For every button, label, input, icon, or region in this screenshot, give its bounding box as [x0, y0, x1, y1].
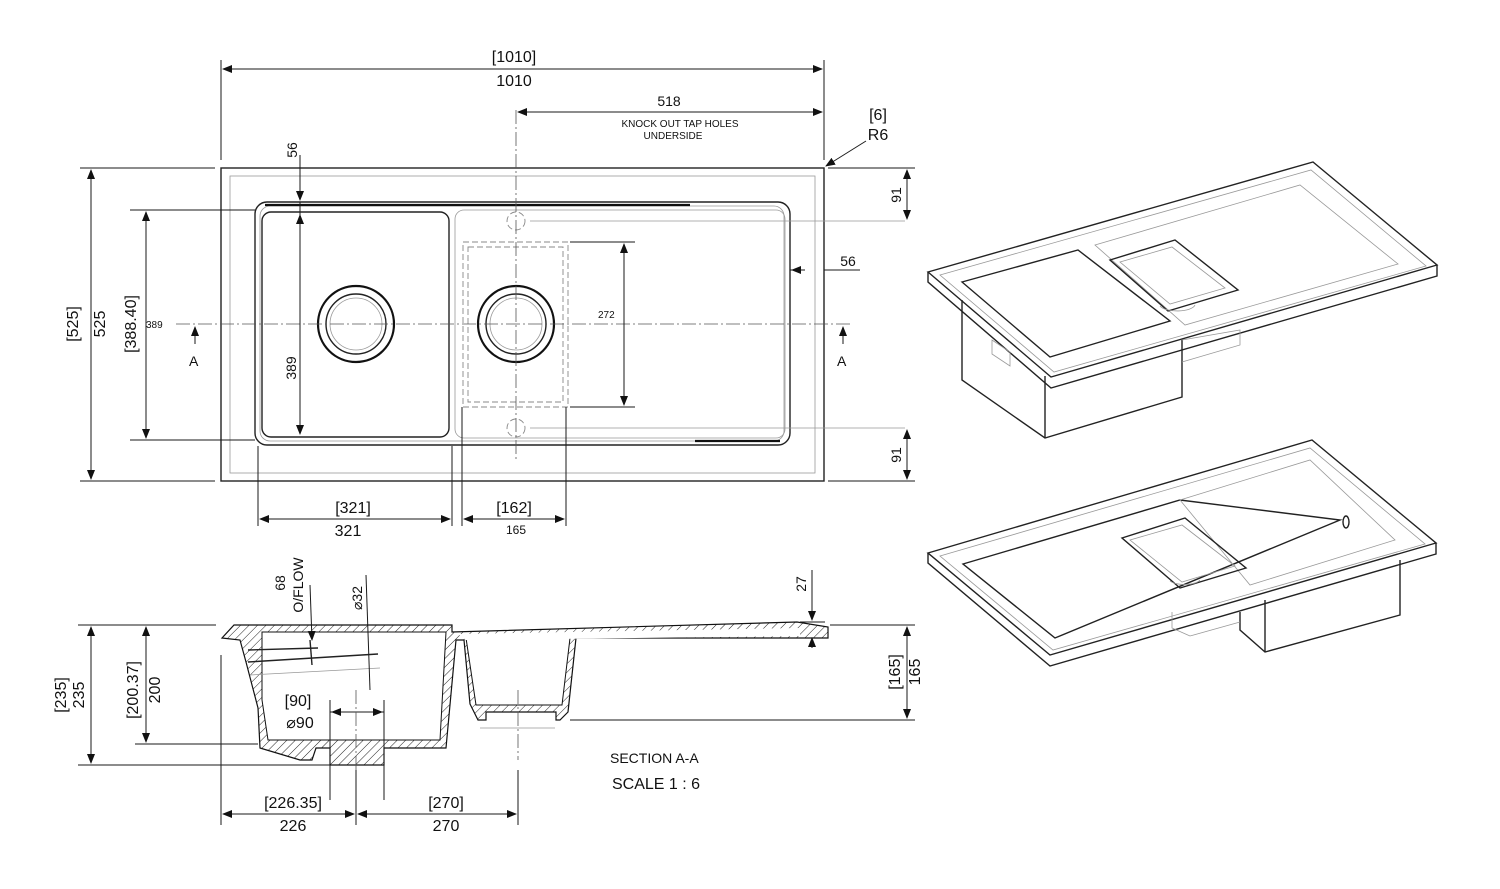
section-view: 68 O/FLOW ⌀32 27 [235] 235 [200.37] 200 …	[53, 557, 924, 835]
bowl-depth-small: 389	[146, 320, 163, 331]
tap-note-line1: KNOCK OUT TAP HOLES	[621, 119, 738, 130]
overall-depth: 525	[92, 311, 109, 338]
bowl-width: 321	[335, 523, 362, 540]
edge-bottom: 91	[888, 447, 904, 463]
overflow-size: 68	[272, 575, 288, 591]
section-title: SECTION A-A	[610, 750, 699, 766]
spacing: 270	[433, 818, 460, 835]
plan-view: [1010] 1010 518 KNOCK OUT TAP HOLES UNDE…	[65, 49, 915, 540]
overall-width-bracket: [1010]	[492, 49, 536, 66]
radius-bracket: [6]	[869, 107, 887, 124]
height: 235	[71, 682, 88, 709]
rim-right: 56	[840, 253, 856, 269]
overflow-dia: ⌀32	[349, 586, 365, 610]
overflow-label: O/FLOW	[290, 557, 306, 613]
offset-bracket: [226.35]	[264, 795, 322, 812]
half-height: 165	[907, 659, 924, 686]
half-bowl-depth: 272	[598, 310, 615, 321]
section-mark-right: A	[837, 353, 847, 369]
waste-dia: ⌀90	[286, 715, 314, 732]
sink-outline	[220, 167, 825, 482]
offset: 226	[280, 818, 307, 835]
drainer-thickness: 27	[793, 576, 809, 592]
radius: R6	[868, 127, 889, 144]
section-scale: SCALE 1 : 6	[612, 776, 700, 793]
bowl-height-bracket: [200.37]	[125, 661, 142, 719]
main-bowl	[261, 211, 450, 438]
spacing-bracket: [270]	[428, 795, 464, 812]
waste-bracket: [90]	[285, 693, 312, 710]
bowl-perimeter	[254, 201, 791, 446]
iso-view-top	[926, 161, 1439, 439]
iso-view-bottom	[926, 439, 1438, 667]
overall-width: 1010	[496, 73, 532, 90]
tap-offset: 518	[657, 93, 681, 109]
rim-top: 56	[284, 142, 300, 158]
bowl-width-bracket: [321]	[335, 500, 371, 517]
half-height-bracket: [165]	[887, 654, 904, 690]
edge-top: 91	[888, 187, 904, 203]
tap-note-line2: UNDERSIDE	[644, 131, 703, 142]
bowl-height: 200	[147, 677, 164, 704]
bowl-depth-bracket: [388.40]	[123, 295, 140, 353]
section-mark-left: A	[189, 353, 199, 369]
height-bracket: [235]	[53, 677, 70, 713]
half-bowl-width-bracket: [162]	[496, 500, 532, 517]
bowl-depth-inner: 389	[283, 356, 299, 380]
overall-depth-bracket: [525]	[65, 306, 82, 342]
half-bowl-width: 165	[506, 523, 526, 537]
